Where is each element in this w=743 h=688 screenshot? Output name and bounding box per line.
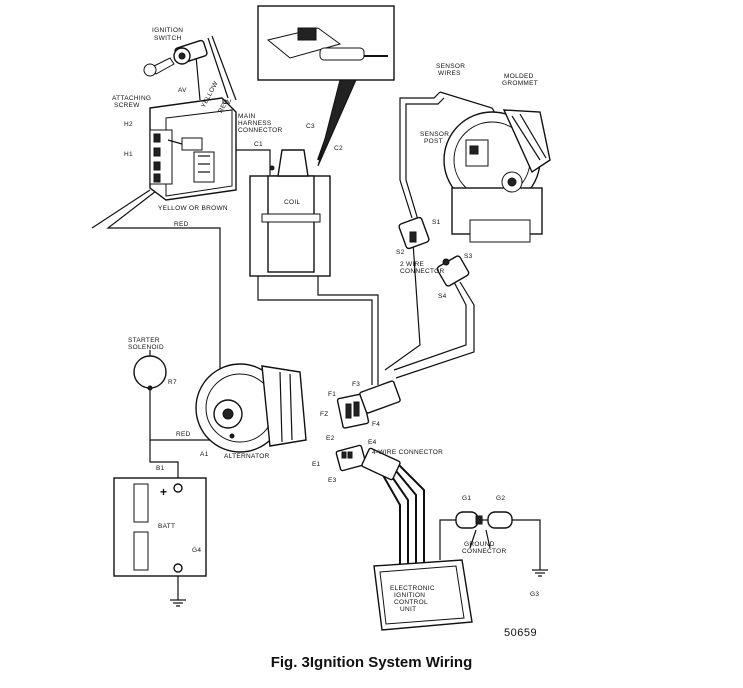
label-e3: E3 [328,477,337,484]
label-s2: S2 [396,249,405,256]
label-s4: S4 [438,293,447,300]
label-plus: + [160,485,167,499]
label-c3: C3 [306,123,315,130]
label-attaching-screw-1: ATTACHING [112,95,151,102]
label-dv: DV [222,99,232,106]
ground-connector [455,511,513,549]
label-red-left: RED [174,221,189,228]
label-f4: F4 [372,421,380,428]
label-main-harness-1: MAIN [238,113,255,120]
label-ecu-4: UNIT [400,606,416,613]
label-coil: COIL [284,199,300,206]
label-ignition-switch-1: IGNITION [152,27,183,34]
label-attaching-screw-2: SCREW [114,102,140,109]
label-f3: F3 [352,381,360,388]
label-ignition-switch-2: SWITCH [154,35,181,42]
label-two-wire-2: CONNECTOR [400,268,444,275]
ignition-coil [249,149,331,277]
label-four-wire-connector: 4-WIRE CONNECTOR [372,449,443,456]
chassis-ground-symbol [532,569,548,577]
label-av: AV [178,87,187,94]
label-sensor-post-2: POST [424,138,443,145]
label-e2: E2 [326,435,335,442]
ignition-control-unit [373,559,473,631]
label-s1: S1 [432,219,441,226]
label-g1: G1 [462,495,471,502]
label-r7: R7 [168,379,177,386]
label-h1: H1 [124,151,133,158]
distributor-sensor [443,109,551,243]
label-sensor-wires-1: SENSOR [436,63,465,70]
coil-terminal-inset [257,5,395,167]
label-starter-solenoid-1: STARTER [128,337,160,344]
label-g2: G2 [496,495,505,502]
label-yellow-or-brown: YELLOW OR BROWN [158,205,228,212]
battery-ground-symbol [170,599,186,607]
drawing-number: 50659 [504,627,537,639]
alternator [195,363,307,453]
label-f2: FZ [320,411,329,418]
label-molded-grommet-2: GROMMET [502,80,538,87]
four-wire-connector [335,444,401,481]
figure-title: Ignition System Wiring [309,654,473,671]
label-b1: B1 [156,465,165,472]
label-ground-connector-1: GROUND [464,541,495,548]
label-g4: G4 [192,547,201,554]
label-red-bottom: RED [176,431,191,438]
label-c1: C1 [254,141,263,148]
ignition-switch [143,39,208,77]
label-g3: G3 [530,591,539,598]
label-starter-solenoid-2: SOLENOID [128,344,164,351]
label-c2: C2 [334,145,343,152]
label-two-wire-1: 2 WIRE [400,261,425,268]
label-ecu-2: IGNITION [394,592,425,599]
label-main-harness-2: HARNESS [238,120,272,127]
label-main-harness-3: CONNECTOR [238,127,282,134]
main-harness-connector [149,97,237,201]
label-sensor-wires-2: WIRES [438,70,461,77]
label-f1: F1 [328,391,336,398]
label-a1: A1 [200,451,209,458]
label-batt: BATT [158,523,175,530]
figure-caption: Fig. 3Ignition System Wiring [0,654,743,671]
label-s3: S3 [464,253,473,260]
battery [113,477,207,577]
label-e4: E4 [368,439,377,446]
starter-solenoid [133,350,167,391]
label-ground-connector-2: CONNECTOR [462,548,506,555]
f-connector [336,380,401,429]
label-alternator: ALTERNATOR [224,453,270,460]
label-molded-grommet-1: MOLDED [504,73,534,80]
two-wire-connector [398,216,470,287]
label-ecu-3: CONTROL [394,599,428,606]
label-ecu-1: ELECTRONIC [390,585,435,592]
label-h2: H2 [124,121,133,128]
labels: IGNITION SWITCH AV YELLOW RED DV ATTACHI… [112,27,539,639]
label-sensor-post-1: SENSOR [420,131,449,138]
figure-number: Fig. 3 [270,654,310,671]
label-e1: E1 [312,461,321,468]
